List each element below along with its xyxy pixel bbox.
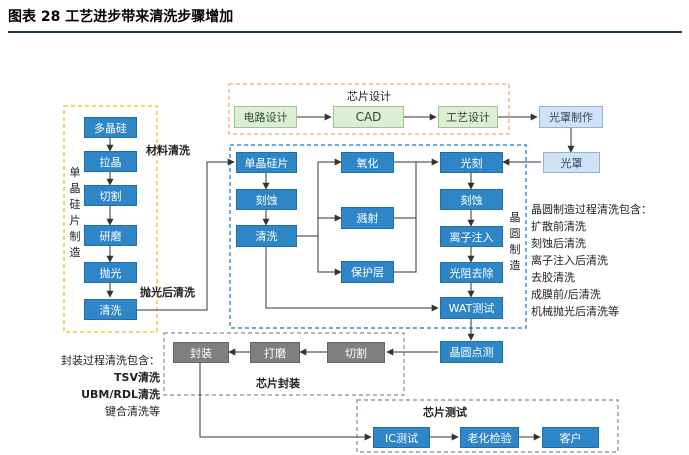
fab-region-frame xyxy=(229,144,527,329)
fab-note-line: 去胶清洗 xyxy=(531,271,575,284)
customer-box: 客户 xyxy=(542,427,599,448)
package-note-line: 键合清洗等 xyxy=(105,405,160,418)
package-note-line: UBM/RDL清洗 xyxy=(81,388,160,401)
fab-note-line: 刻蚀后清洗 xyxy=(531,237,586,250)
wat-test-box: WAT测试 xyxy=(440,297,503,319)
photoresist-removal-box: 光阻去除 xyxy=(440,262,503,283)
arrow-protect-litho xyxy=(394,218,417,273)
aging-inspection-box: 老化检验 xyxy=(460,427,519,448)
ic-test-box: IC测试 xyxy=(373,427,430,448)
test-region-frame xyxy=(356,399,619,453)
mask-box: 光罩 xyxy=(543,152,600,173)
fab-clean-box: 清洗 xyxy=(236,225,297,247)
page-title: 图表 28 工艺进步带来清洗步骤增加 xyxy=(8,9,234,25)
package-note-line: 封装过程清洗包含： xyxy=(61,354,160,367)
fab-note-line: 成膜前/后清洗 xyxy=(531,288,601,301)
post-polish-clean-label: 抛光后清洗 xyxy=(140,286,195,299)
fab-etch-right-box: 刻蚀 xyxy=(440,189,503,210)
fab-clean-notes: 晶圆制造过程清洗包含： 扩散前清洗 刻蚀后清洗 离子注入后清洗 去胶清洗 成膜前… xyxy=(531,201,652,320)
crystal-pulling-box: 拉晶 xyxy=(84,151,137,172)
wafer-polishing-box: 抛光 xyxy=(84,262,137,283)
package-region-frame xyxy=(163,332,405,396)
package-clean-notes: 封装过程清洗包含： TSV清洗 UBM/RDL清洗 键合清洗等 xyxy=(60,352,160,420)
circuit-design-box: 电路设计 xyxy=(234,106,297,128)
wafer-prep-clean-box: 清洗 xyxy=(84,299,137,320)
wafer-probe-box: 晶圆点测 xyxy=(440,341,503,363)
wafer-grinding-box: 研磨 xyxy=(84,225,137,246)
package-region-label: 芯片封装 xyxy=(256,377,300,390)
design-region-label: 芯片设计 xyxy=(347,90,391,103)
material-clean-label: 材料清洗 xyxy=(146,144,190,157)
cad-box: CAD xyxy=(333,106,404,128)
arrow-sputter-litho xyxy=(394,162,417,219)
arrow-seal-ic xyxy=(199,363,372,441)
oxidation-box: 氧化 xyxy=(341,152,394,173)
test-region-label: 芯片测试 xyxy=(423,406,467,419)
lithography-box: 光刻 xyxy=(440,152,503,173)
fab-note-line: 晶圆制造过程清洗包含： xyxy=(531,203,652,216)
mask-making-box: 光罩制作 xyxy=(539,106,603,128)
package-note-line: TSV清洗 xyxy=(114,371,160,384)
fab-vertical-label: 晶圆制造 xyxy=(509,211,521,272)
fab-note-line: 机械抛光后清洗等 xyxy=(531,305,619,318)
single-crystal-wafer-box: 单晶硅片 xyxy=(236,152,297,173)
arrow-clean-protect xyxy=(317,236,342,276)
arrow-clean-wat xyxy=(265,247,439,312)
arrow-clean-wafer xyxy=(137,158,235,311)
wafer-prep-region-frame xyxy=(63,105,158,333)
ion-implant-box: 离子注入 xyxy=(440,226,503,247)
package-grinding-box: 打磨 xyxy=(250,342,300,363)
polysilicon-box: 多晶硅 xyxy=(84,117,137,138)
fab-note-line: 扩散前清洗 xyxy=(531,220,586,233)
wafer-cutting-box: 切割 xyxy=(84,185,137,206)
design-region-frame xyxy=(228,83,510,135)
title-divider xyxy=(8,31,682,33)
protective-layer-box: 保护层 xyxy=(341,261,394,283)
fab-note-line: 离子注入后清洗 xyxy=(531,254,608,267)
dicing-box: 切割 xyxy=(327,342,385,363)
wafer-prep-vertical-label: 单晶硅片制造 xyxy=(69,166,81,259)
sealing-box: 封装 xyxy=(173,342,229,363)
fab-etch-left-box: 刻蚀 xyxy=(236,189,297,210)
arrow-clean-oxidize xyxy=(297,158,342,237)
sputtering-box: 溅射 xyxy=(341,207,394,229)
process-design-box: 工艺设计 xyxy=(438,106,498,128)
